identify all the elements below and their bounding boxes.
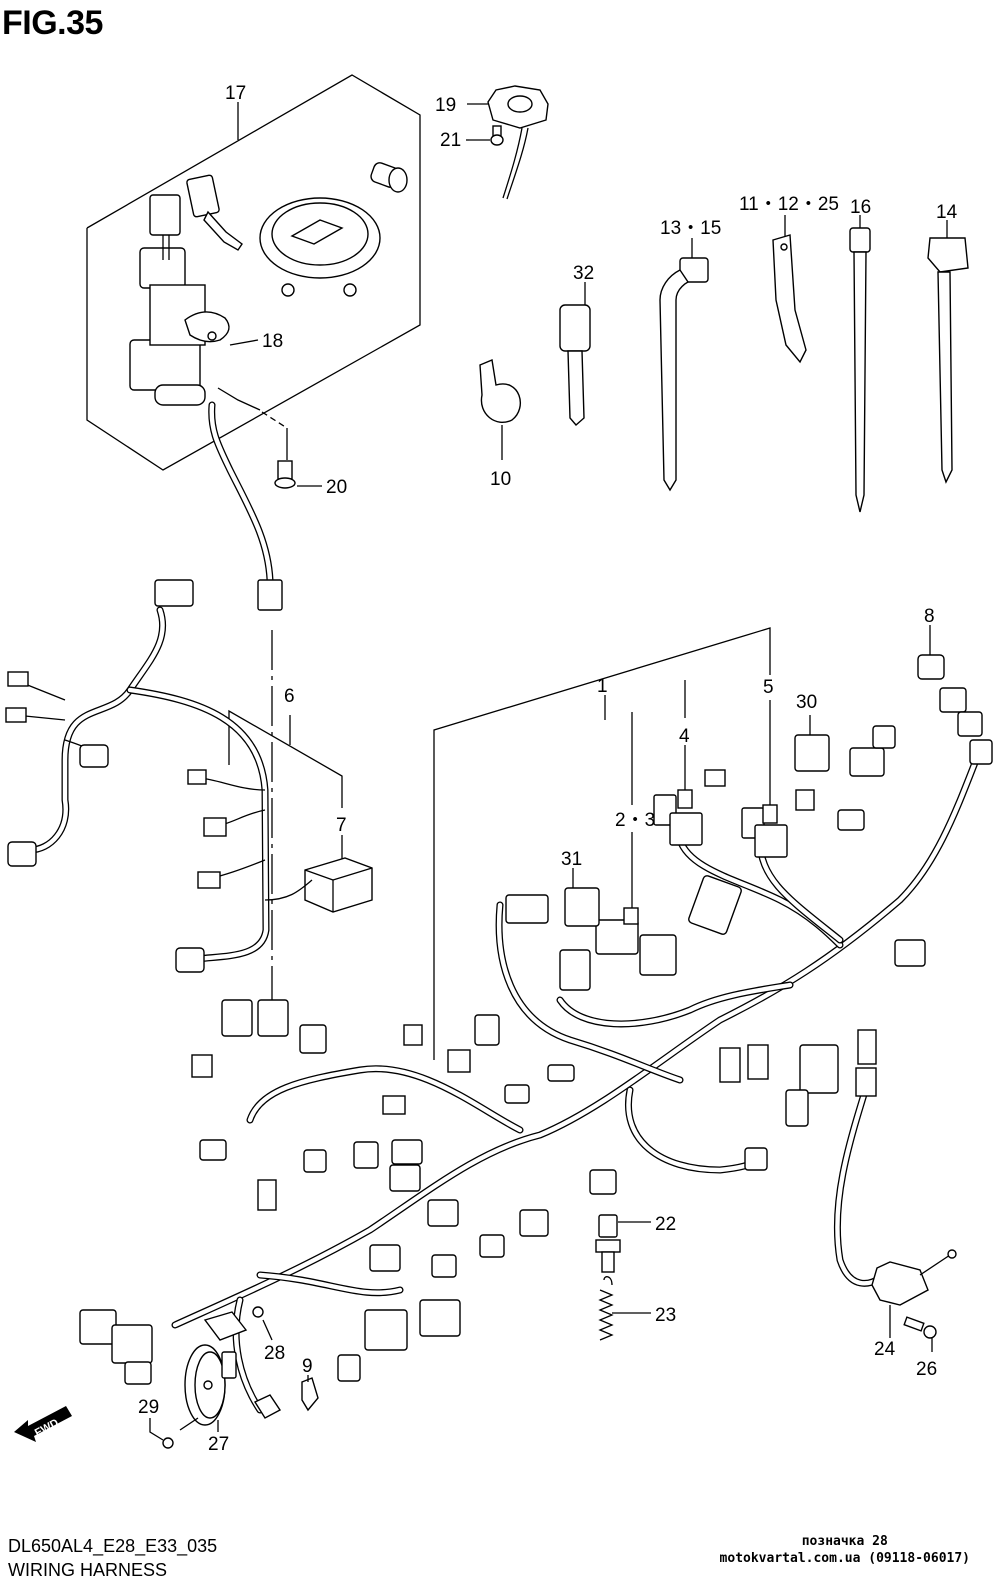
callout-22: 22 (655, 1214, 676, 1235)
left-connector (203, 817, 227, 837)
callout-19: 19 (435, 95, 456, 116)
callout-8: 8 (924, 606, 935, 627)
screw-28-part[interactable] (252, 1306, 264, 1318)
relay-7-part[interactable] (304, 857, 373, 913)
fwd-arrow-icon: FWD (14, 1406, 72, 1442)
horn-bracket (203, 1311, 248, 1341)
ignition-switch-part[interactable] (129, 174, 243, 406)
relay-30-part[interactable] (794, 734, 830, 772)
clamp-11-12-25-part[interactable] (772, 215, 807, 364)
main-harness-bracket (433, 627, 771, 1060)
callout-10: 10 (490, 469, 511, 490)
bolt-part[interactable] (490, 125, 504, 146)
nut-part[interactable] (162, 1437, 174, 1449)
fuse-2-3-part[interactable] (623, 907, 639, 925)
callout-16: 16 (850, 197, 871, 218)
callout-14: 14 (936, 202, 958, 223)
fwd-label: FWD (33, 1417, 61, 1439)
callout-20: 20 (326, 477, 347, 498)
bolt-26-part[interactable] (903, 1316, 937, 1352)
left-connector (154, 579, 194, 607)
figure-code: DL650AL4_E28_E33_035 (8, 1536, 218, 1556)
callout-29: 29 (138, 1397, 159, 1418)
callout-28: 28 (264, 1343, 285, 1364)
callout-24: 24 (874, 1339, 896, 1360)
callout-21: 21 (440, 130, 461, 151)
callout-23: 23 (655, 1305, 676, 1326)
cover-part[interactable] (487, 85, 549, 200)
left-connector (175, 947, 205, 973)
cable-tie-16-part[interactable] (849, 215, 871, 513)
relay-31-part[interactable] (564, 887, 600, 927)
clamp-10-part[interactable] (479, 359, 521, 460)
callout-2-3: 2・3 (615, 810, 655, 831)
key-blank-part[interactable] (559, 282, 591, 426)
left-connector (5, 707, 27, 723)
left-connector (197, 871, 221, 889)
watermark: позначка 28 motokvartal.com.ua (09118-06… (720, 1533, 970, 1567)
sub-harness-bracket (228, 630, 343, 1010)
fuel-cap-lock-part[interactable] (259, 197, 381, 297)
brake-light-switch-part[interactable] (595, 1214, 651, 1273)
fuse-holder-5-part[interactable] (741, 804, 788, 858)
clamp-13-15-part[interactable] (659, 238, 709, 492)
callout-18: 18 (262, 331, 283, 352)
horn-part[interactable] (184, 1344, 237, 1432)
callout-30: 30 (796, 692, 817, 713)
ignition-switch-set-group (86, 74, 421, 471)
watermark-line-2: motokvartal.com.ua (09118-06017) (719, 1551, 970, 1566)
harness-connectors (79, 687, 993, 1385)
figure-name: WIRING HARNESS (8, 1560, 168, 1580)
cable-tie-14-part[interactable] (927, 220, 969, 484)
connector-8-part[interactable] (917, 654, 945, 680)
side-stand-switch-part[interactable] (871, 1249, 957, 1338)
screw-part[interactable] (274, 460, 322, 489)
callout-31: 31 (561, 849, 582, 870)
figure-title: FIG.35 (2, 4, 103, 42)
callout-5: 5 (763, 677, 774, 698)
left-connector (7, 841, 37, 867)
callout-labels: 17 18 19 20 21 13・15 11・12・25 16 14 32 1… (138, 83, 958, 1455)
callout-1: 1 (597, 676, 608, 697)
left-connector (7, 671, 29, 687)
ignition-connector (257, 579, 283, 611)
fuse-holder-4-part[interactable] (653, 789, 703, 846)
callout-4: 4 (679, 726, 690, 747)
callout-9: 9 (302, 1356, 313, 1377)
clamp-9-part[interactable] (301, 1377, 319, 1412)
callout-11-12-25: 11・12・25 (739, 194, 839, 215)
callout-7: 7 (336, 815, 347, 836)
watermark-line-1: позначка 28 (801, 1534, 888, 1549)
spring-part[interactable] (598, 1276, 651, 1341)
callout-17: 17 (225, 83, 246, 104)
callout-6: 6 (284, 686, 295, 707)
left-connector (79, 744, 109, 768)
callout-13-15: 13・15 (660, 218, 721, 239)
callout-27: 27 (208, 1434, 229, 1455)
callout-26: 26 (916, 1359, 937, 1380)
callout-32: 32 (573, 263, 594, 284)
seat-lock-cylinder-part[interactable] (369, 161, 408, 193)
left-connector (187, 769, 207, 785)
